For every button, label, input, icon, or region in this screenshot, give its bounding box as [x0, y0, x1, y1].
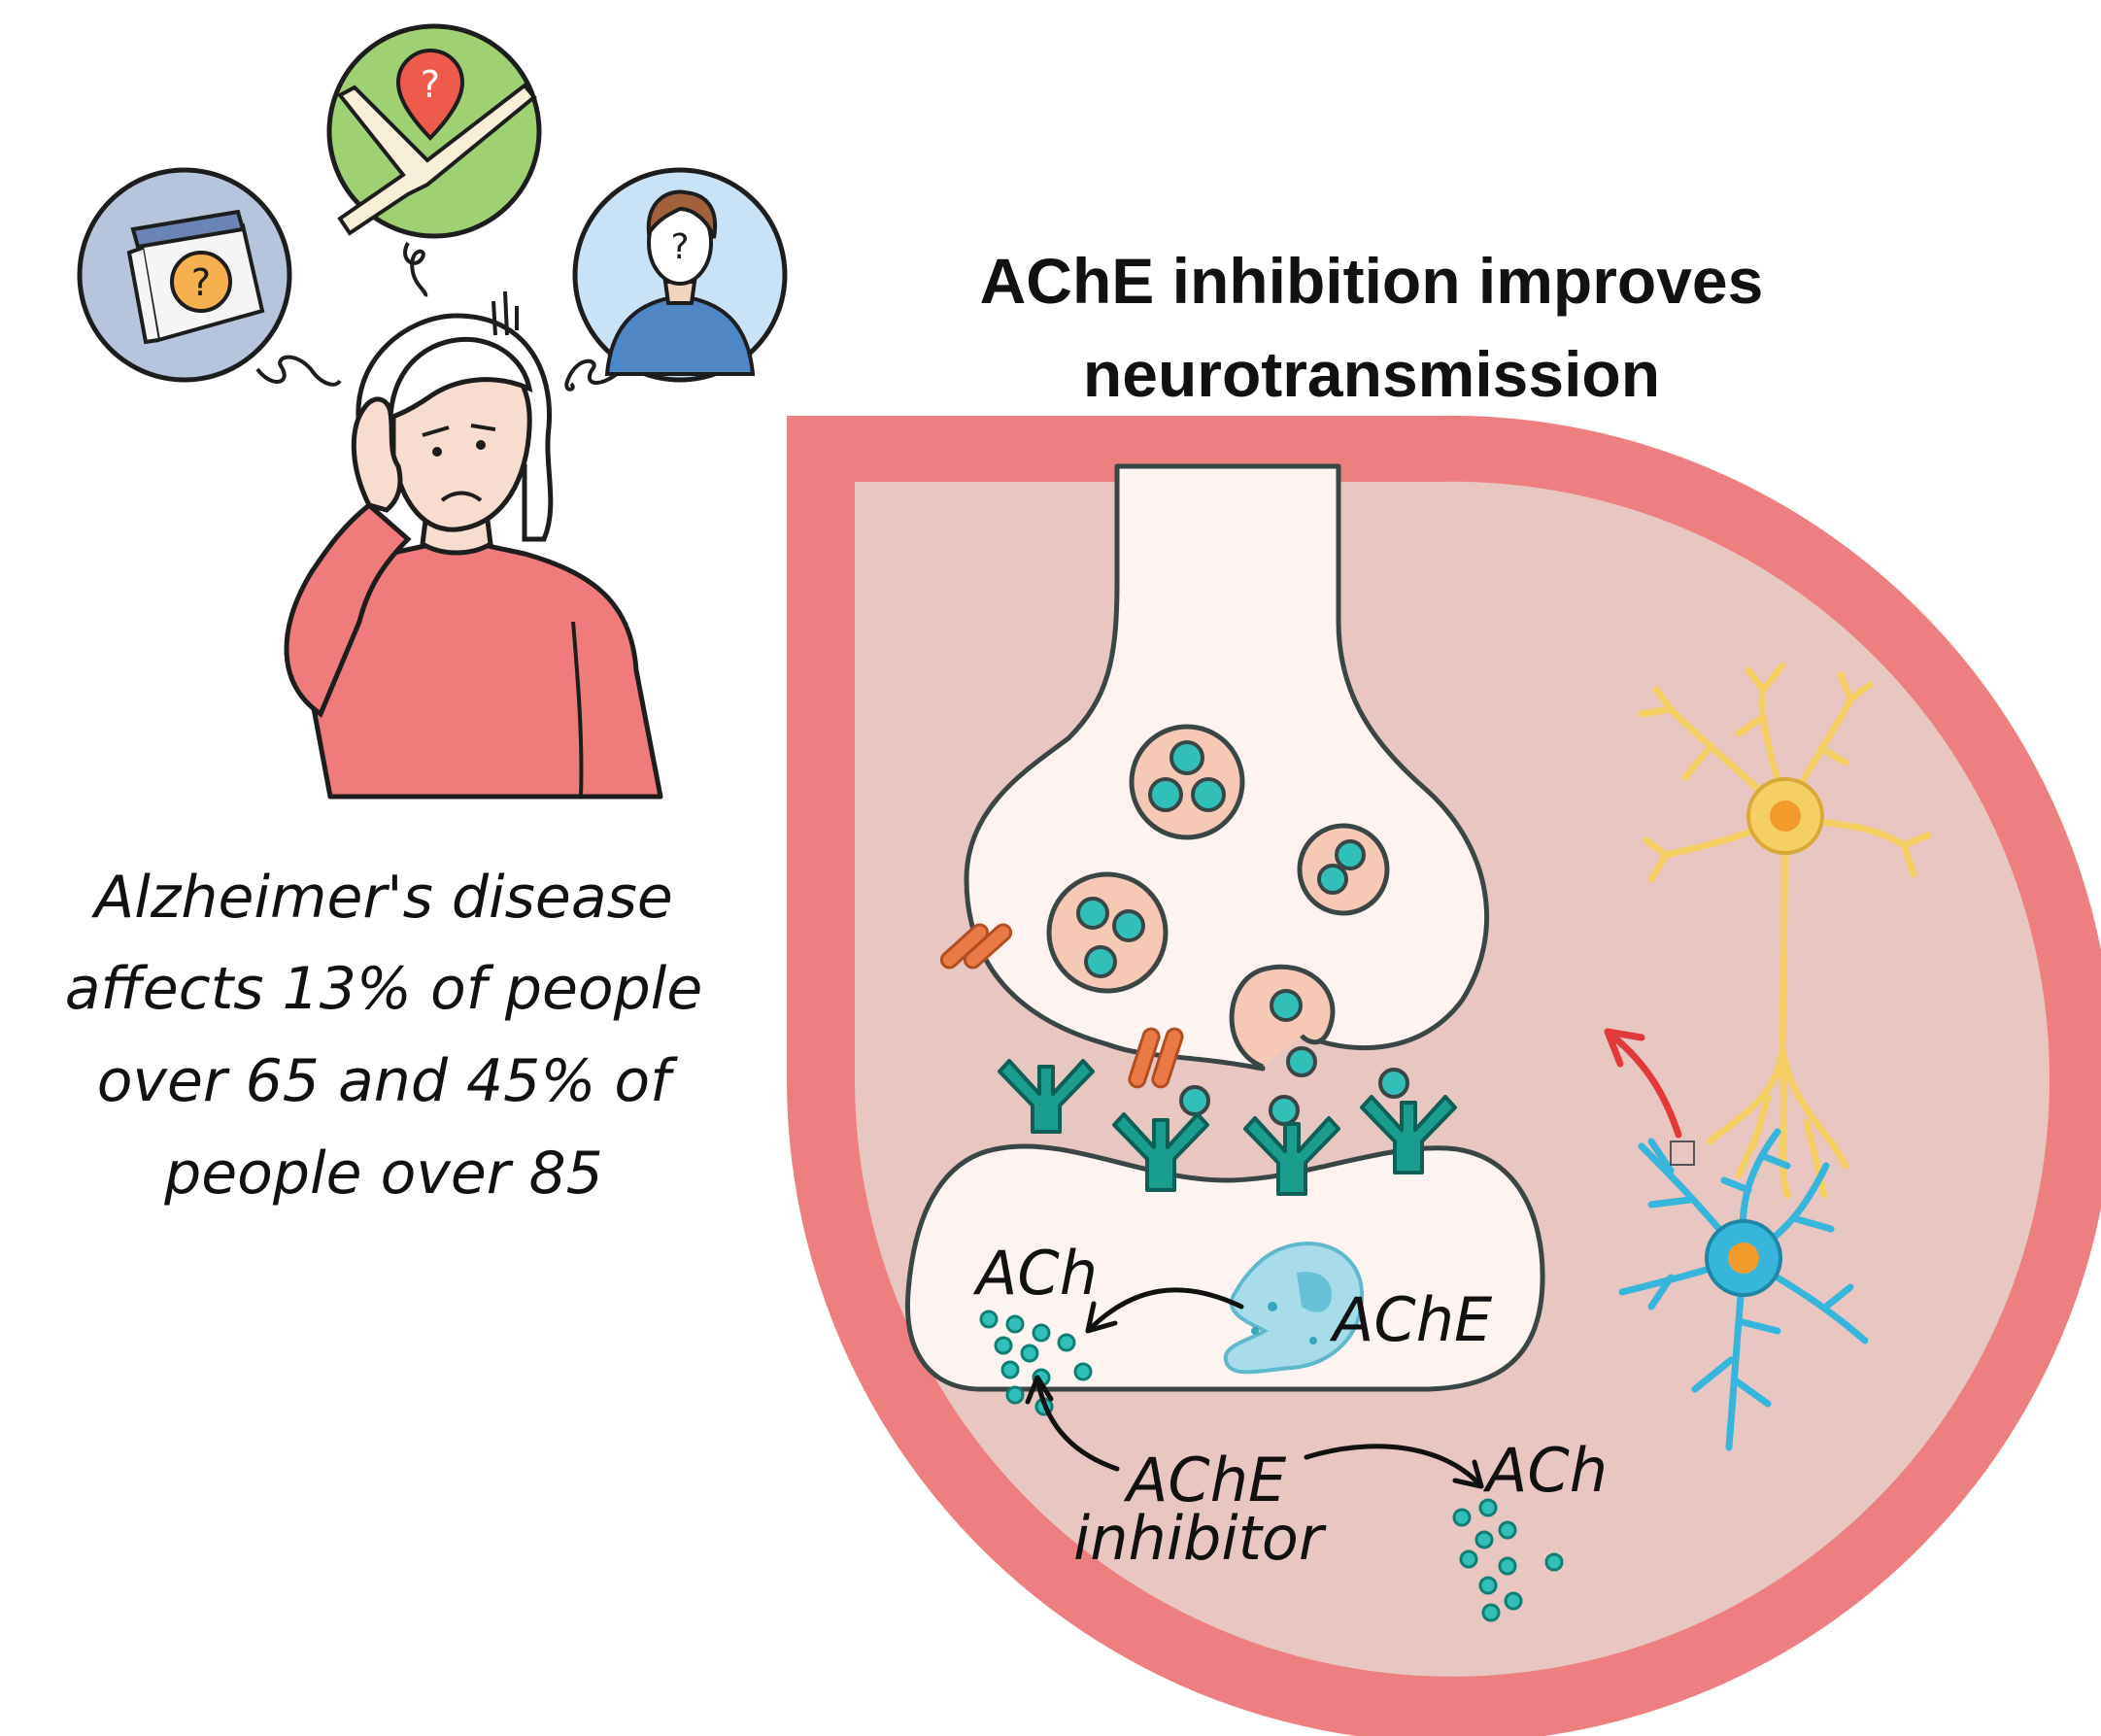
calendar-bubble: ?: [77, 167, 292, 383]
ache-label: AChE: [1329, 1284, 1493, 1355]
released-ach: [1179, 1046, 1409, 1126]
synapse-frame: [787, 415, 2101, 1736]
thought-trail: [403, 242, 428, 297]
person-question-mark: ?: [670, 227, 689, 267]
vesicle: [1046, 871, 1169, 994]
calendar-icon: ?: [126, 209, 265, 345]
caption-line-3: over 65 and 45% of: [97, 1047, 678, 1115]
zoom-box: [1670, 1140, 1695, 1166]
inhibitor-label-line-1: AChE: [1123, 1445, 1287, 1515]
map-pin-icon: ?: [395, 48, 465, 141]
unknown-person-icon: ?: [604, 189, 756, 376]
vesicle: [1129, 724, 1245, 840]
ion-channel: [1128, 1027, 1184, 1089]
ach-molecules: [979, 1310, 1093, 1416]
person-bubble: ?: [572, 167, 788, 383]
receptor: [1112, 1112, 1209, 1192]
frame-inner: [855, 481, 2050, 1677]
thought-trail: [564, 358, 619, 391]
ach-label-bottom: ACh: [1482, 1435, 1608, 1506]
ion-channel: [939, 923, 1013, 970]
inhibitor-label-line-2: inhibitor: [1073, 1503, 1327, 1574]
ach-label-top: ACh: [972, 1238, 1098, 1309]
neuron-nucleus-blue: [1728, 1242, 1759, 1274]
caption-line-2: affects 13% of people: [65, 955, 703, 1023]
caption-line-1: Alzheimer's disease: [90, 864, 673, 932]
confused-woman-illustration: [284, 290, 663, 800]
neuron-nucleus-yellow: [1770, 800, 1801, 832]
ach-molecules-preserved: [1452, 1498, 1564, 1622]
calendar-question-mark: ?: [191, 261, 211, 304]
fusing-vesicle: [1229, 964, 1336, 1070]
receptor: [1243, 1116, 1340, 1196]
title-line-2: neurotransmission: [1083, 338, 1660, 410]
map-bubble: ?: [326, 23, 542, 239]
caption-line-4: people over 85: [163, 1140, 603, 1208]
vesicle: [1297, 823, 1390, 916]
receptor: [998, 1059, 1095, 1134]
title-line-1: AChE inhibition improves: [980, 245, 1764, 317]
zoom-arrow: [1604, 1028, 1682, 1139]
receptor: [1360, 1095, 1457, 1174]
thought-trail: [255, 355, 342, 387]
preserve-arrow: [1304, 1444, 1484, 1489]
postsynaptic-terminal: [904, 1143, 1545, 1392]
map-question-mark: ?: [421, 63, 440, 106]
inhibition-arrow: [1025, 1375, 1120, 1472]
hydrolysis-arrow: [1085, 1287, 1244, 1334]
ache-enzyme-icon: [1223, 1242, 1365, 1375]
